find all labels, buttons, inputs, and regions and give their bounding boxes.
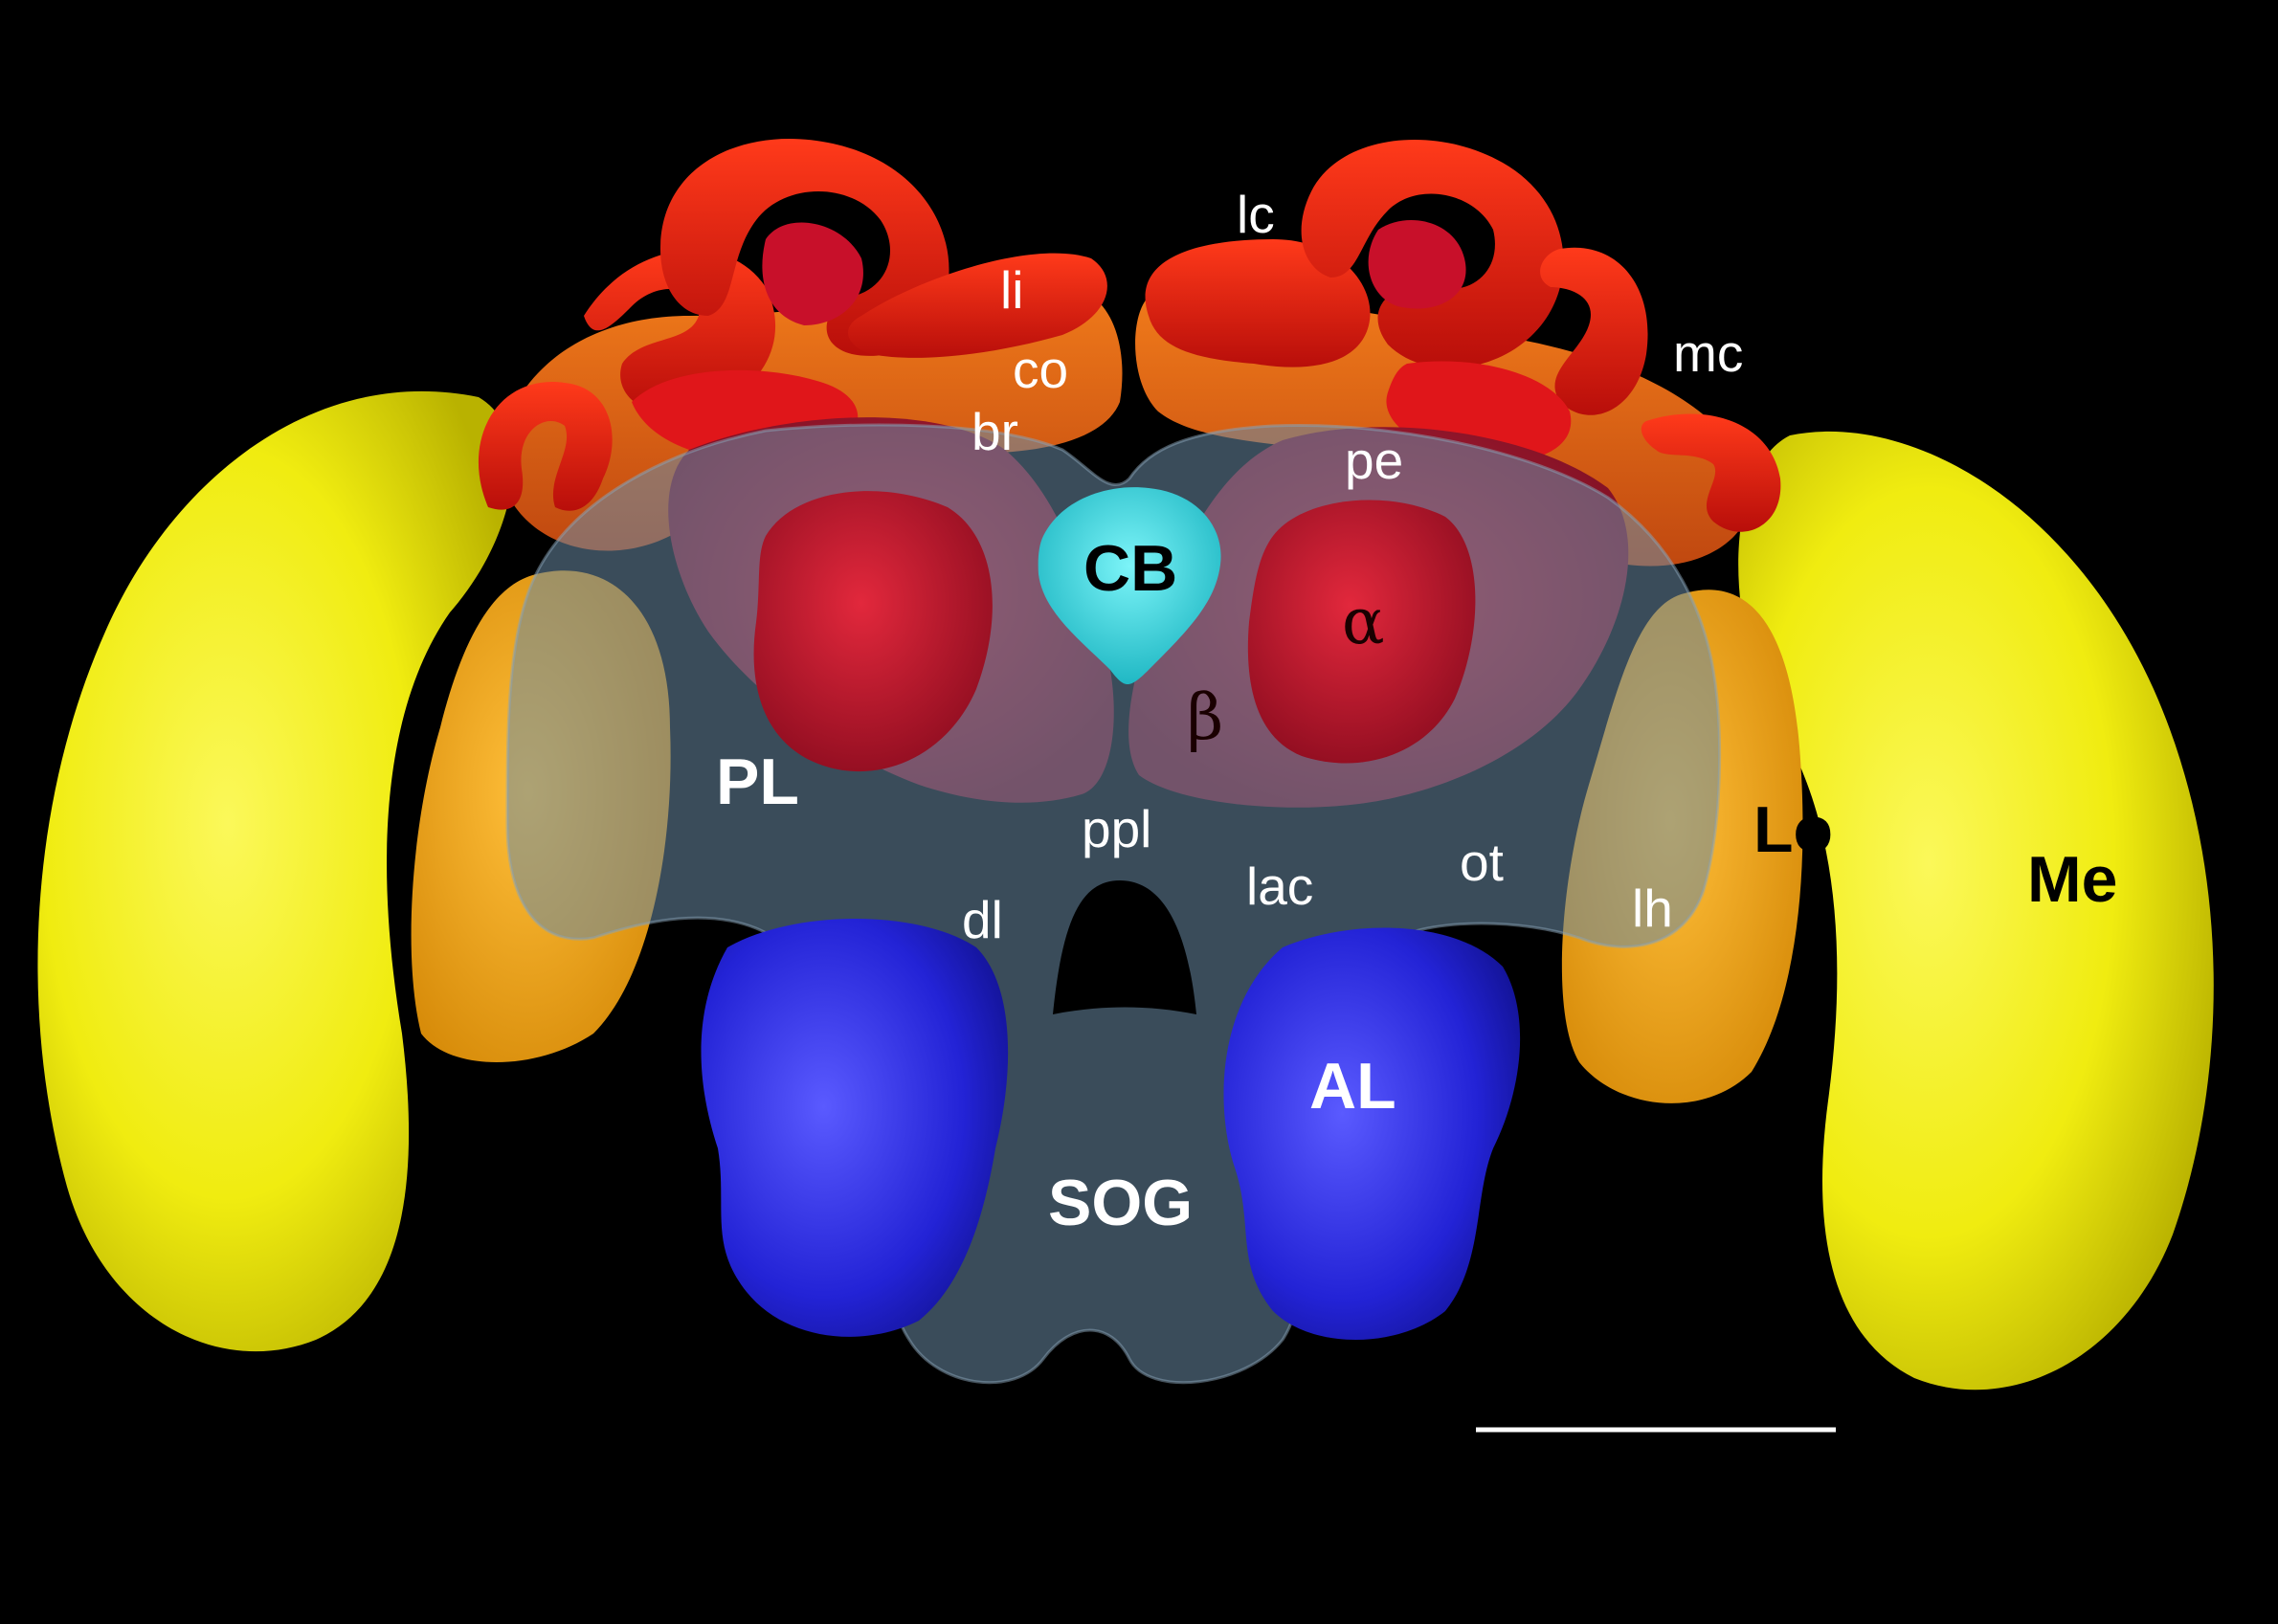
label-sog: SOG	[1048, 1167, 1193, 1239]
label-li: li	[1000, 260, 1023, 320]
central-body	[1038, 487, 1221, 684]
alpha-lobe-right	[1247, 500, 1476, 764]
antennal-lobe-left	[701, 919, 1009, 1337]
label-me: Me	[2027, 843, 2117, 916]
alpha-lobe-left	[753, 491, 993, 772]
medulla-left	[37, 390, 513, 1352]
label-mc: mc	[1673, 323, 1743, 383]
antennal-lobe-right	[1223, 927, 1521, 1340]
calyx-right	[1145, 140, 1781, 532]
label-al: AL	[1309, 1050, 1396, 1123]
label-ot: ot	[1460, 833, 1504, 892]
label-lac: lac	[1246, 856, 1313, 916]
label-dl: dl	[962, 890, 1003, 949]
label-beta: β	[1187, 680, 1223, 754]
label-lc: lc	[1237, 185, 1275, 244]
label-lo: Lo	[1753, 793, 1833, 866]
label-co: co	[1013, 340, 1068, 399]
label-pe: pe	[1345, 431, 1403, 490]
central-arch	[1053, 880, 1196, 1014]
label-br: br	[972, 402, 1018, 461]
label-alpha: α	[1342, 585, 1385, 658]
medulla-right	[1738, 431, 2214, 1390]
calyx-left	[478, 138, 1107, 511]
label-cb: CB	[1083, 532, 1177, 605]
label-pl: PL	[716, 745, 799, 818]
label-lh: lh	[1632, 879, 1673, 938]
label-ppl: ppl	[1082, 799, 1151, 858]
